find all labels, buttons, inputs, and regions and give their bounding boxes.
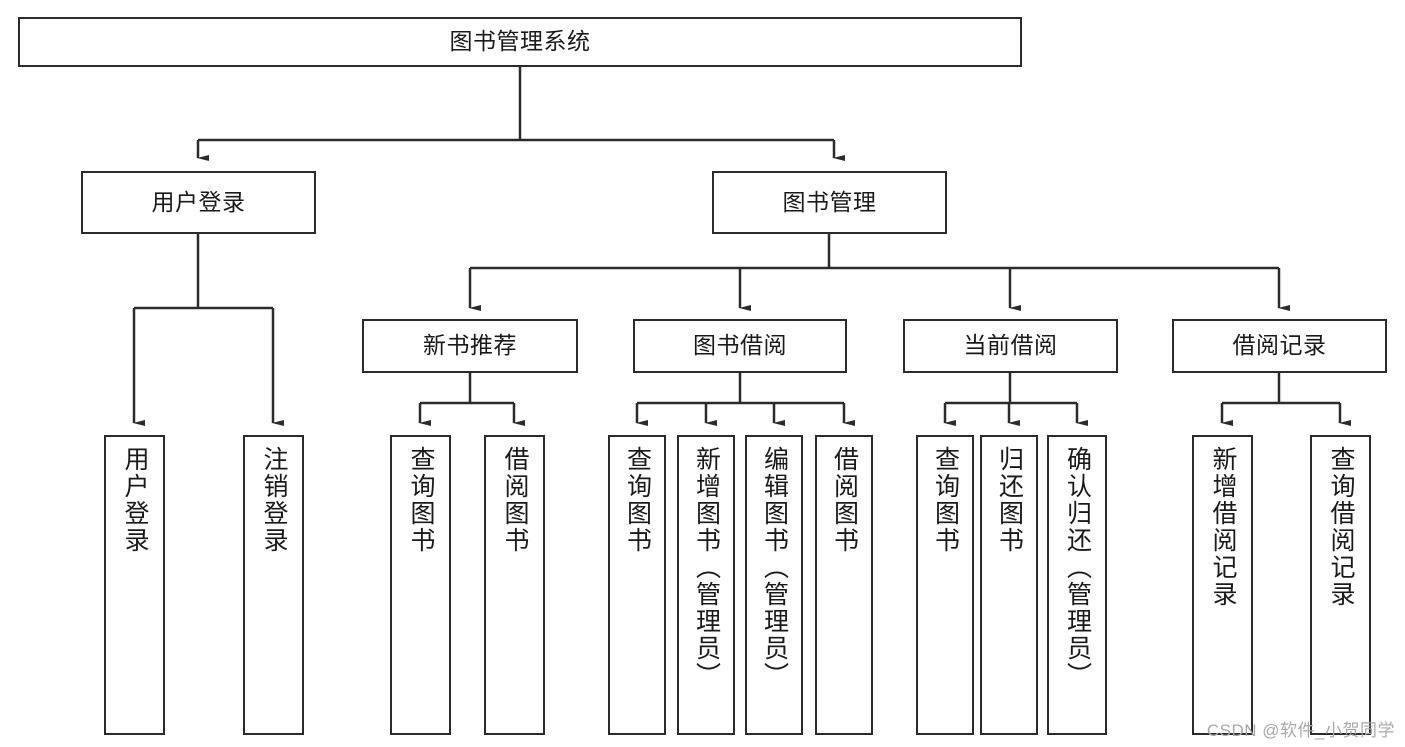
node-new-book-recommend[interactable]: 新书推荐 [362, 319, 578, 373]
node-borrow-record[interactable]: 借阅记录 [1172, 319, 1387, 373]
csdn-watermark: CSDN @软件_小贺同学 [1206, 721, 1395, 740]
node-label: 编辑图书（管理员） [760, 446, 789, 689]
leaf-edit-book-admin[interactable]: 编辑图书（管理员） [745, 435, 803, 735]
leaf-return-book[interactable]: 归还图书 [980, 435, 1038, 735]
leaf-borrow-book[interactable]: 借阅图书 [815, 435, 873, 735]
node-label: 查询图书 [407, 446, 435, 554]
leaf-add-book-admin[interactable]: 新增图书（管理员） [677, 435, 735, 735]
node-label: 查询图书 [623, 446, 652, 554]
node-label: 用户登录 [121, 446, 149, 554]
node-label: 借阅图书 [501, 446, 529, 554]
node-label: 新增图书（管理员） [692, 446, 721, 689]
leaf-borrow-book-new[interactable]: 借阅图书 [484, 435, 545, 735]
node-root-system[interactable]: 图书管理系统 [18, 17, 1022, 67]
node-label: 借阅图书 [830, 446, 859, 554]
leaf-add-borrow-record[interactable]: 新增借阅记录 [1192, 435, 1253, 735]
leaf-user-logout[interactable]: 注销登录 [243, 435, 304, 735]
node-label: 新书推荐 [423, 332, 517, 359]
node-label: 新增借阅记录 [1209, 446, 1237, 608]
node-label: 注销登录 [260, 446, 288, 554]
node-current-borrow[interactable]: 当前借阅 [903, 319, 1118, 373]
leaf-confirm-return-admin[interactable]: 确认归还（管理员） [1047, 435, 1107, 735]
node-label: 图书管理系统 [449, 28, 591, 55]
node-label: 当前借阅 [963, 332, 1058, 359]
node-label: 查询图书 [931, 446, 960, 554]
node-book-borrow[interactable]: 图书借阅 [633, 319, 847, 373]
node-label: 确认归还（管理员） [1063, 446, 1092, 689]
leaf-query-borrow-record[interactable]: 查询借阅记录 [1310, 435, 1371, 735]
node-label: 查询借阅记录 [1327, 446, 1355, 608]
node-book-management[interactable]: 图书管理 [712, 171, 947, 234]
node-label: 图书借阅 [693, 332, 787, 359]
leaf-query-book-borrow[interactable]: 查询图书 [608, 435, 666, 735]
node-label: 归还图书 [995, 446, 1024, 554]
node-label: 图书管理 [782, 188, 877, 215]
leaf-query-book-current[interactable]: 查询图书 [916, 435, 974, 735]
leaf-user-login[interactable]: 用户登录 [104, 435, 165, 735]
node-label: 借阅记录 [1232, 332, 1327, 359]
leaf-query-book-new[interactable]: 查询图书 [390, 435, 451, 735]
node-user-login[interactable]: 用户登录 [81, 171, 316, 234]
node-label: 用户登录 [151, 188, 246, 215]
